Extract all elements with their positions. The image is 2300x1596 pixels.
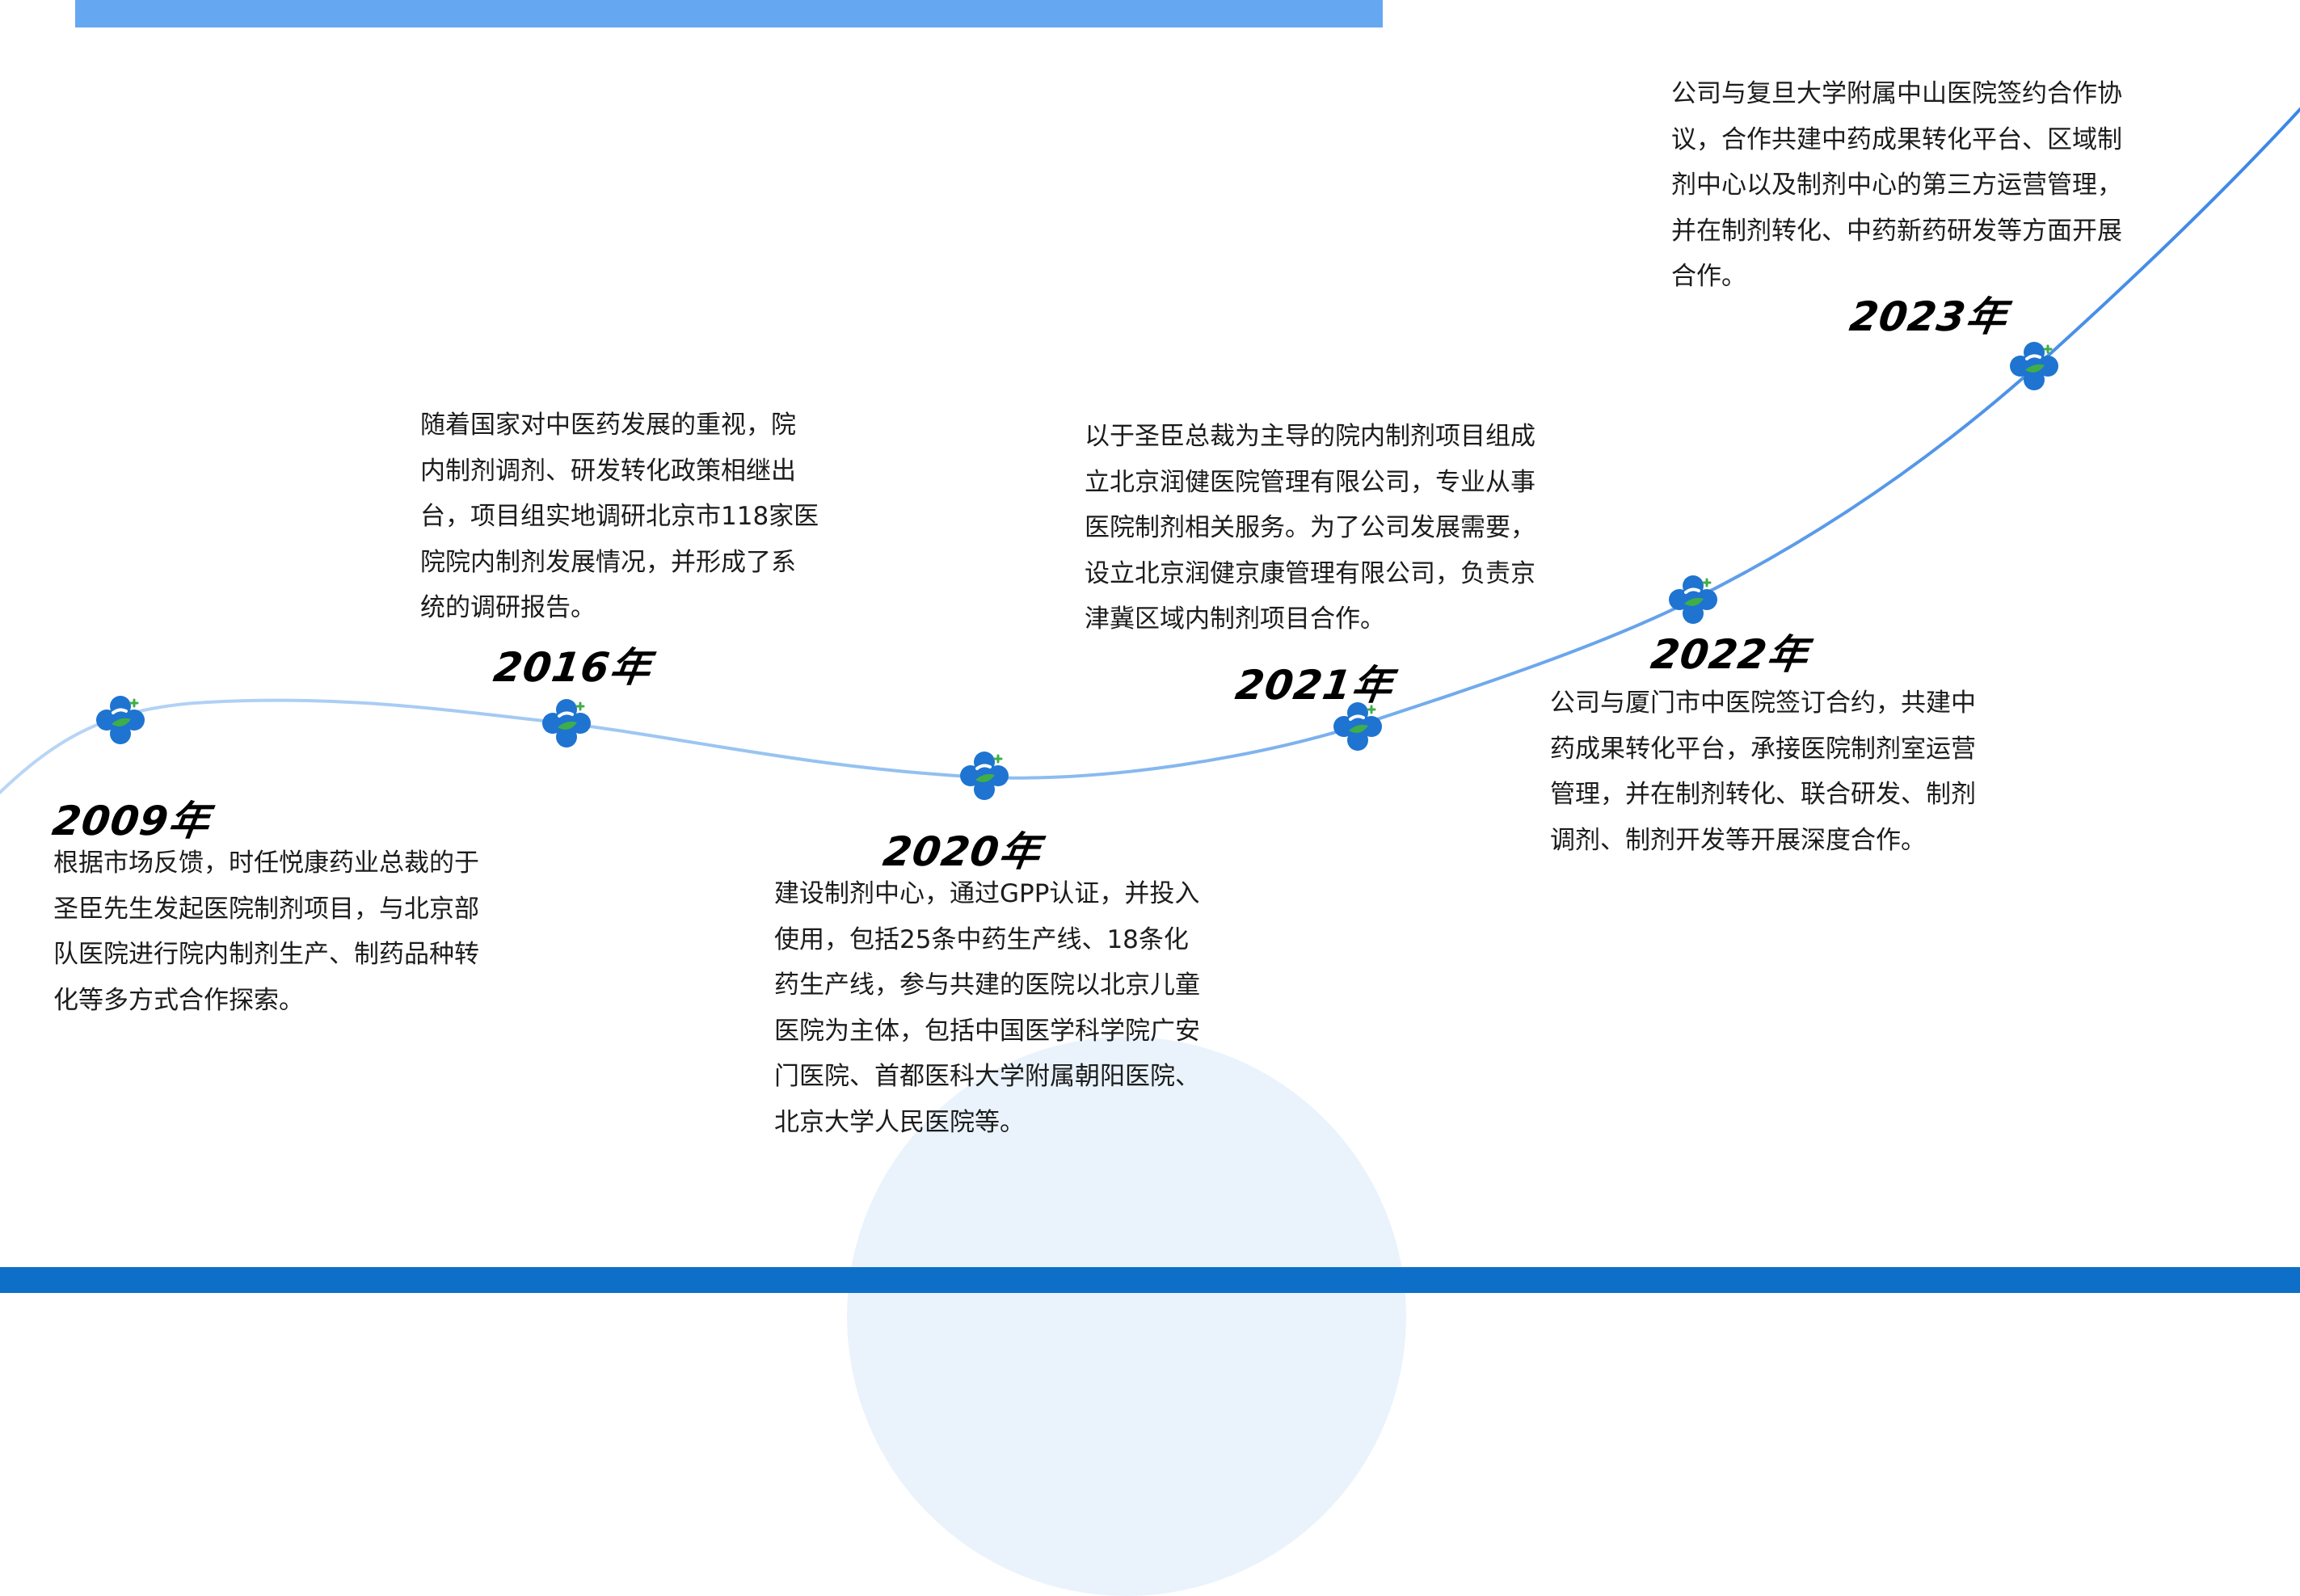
text-line: 医院制剂相关服务。为了公司发展需要，: [1085, 513, 1535, 542]
text-line: 津冀区域内制剂项目合作。: [1085, 604, 1385, 634]
clover-logo-icon: [542, 699, 591, 747]
text-line: 建设制剂中心，通过GPP认证，并投入: [774, 879, 1200, 908]
text-line: 管理，并在制剂转化、联合研发、制剂: [1550, 780, 1976, 809]
milestone-node-2021: [1333, 701, 1383, 752]
top-accent-bar: [75, 0, 1383, 27]
year-2016: 2016年: [491, 644, 655, 691]
text-line: 门医院、首都医科大学附属朝阳医院、: [774, 1062, 1200, 1091]
milestone-node-2009: [95, 695, 145, 745]
clover-logo-icon: [2010, 342, 2058, 390]
text-line: 剂中心以及制剂中心的第三方运营管理，: [1671, 171, 2122, 200]
year-2020: 2020年: [880, 828, 1044, 875]
text-line: 调剂、制剂开发等开展深度合作。: [1550, 825, 1926, 855]
clover-logo-icon: [960, 752, 1009, 800]
text-line: 根据市场反馈，时任悦康药业总裁的于: [53, 849, 479, 878]
year-2009: 2009年: [49, 798, 213, 844]
text-line: 合作。: [1671, 262, 1746, 291]
text-line: 内制剂调剂、研发转化政策相继出: [420, 456, 796, 486]
clover-logo-icon: [1669, 575, 1717, 624]
milestone-text-2016: 随着国家对中医药发展的重视，院 内制剂调剂、研发转化政策相继出 台，项目组实地调…: [420, 402, 819, 631]
milestone-node-2022: [1668, 575, 1718, 625]
text-line: 并在制剂转化、中药新药研发等方面开展: [1671, 216, 2122, 246]
clover-logo-icon: [96, 696, 145, 744]
text-line: 随着国家对中医药发展的重视，院: [420, 411, 796, 440]
year-2022: 2022年: [1648, 631, 1812, 678]
text-line: 台，项目组实地调研北京市118家医: [420, 502, 819, 531]
bottom-accent-bar: [0, 1267, 2300, 1293]
text-line: 北京大学人民医院等。: [774, 1107, 1025, 1137]
milestone-node-2020: [959, 751, 1009, 801]
milestone-text-2009: 根据市场反馈，时任悦康药业总裁的于 圣臣先生发起医院制剂项目，与北京部 队医院进…: [53, 840, 479, 1023]
text-line: 队医院进行院内制剂生产、制药品种转: [53, 940, 479, 969]
milestone-node-2016: [541, 698, 592, 748]
text-line: 院院内制剂发展情况，并形成了系: [420, 547, 796, 577]
text-line: 设立北京润健京康管理有限公司，负责京: [1085, 558, 1535, 588]
milestone-text-2023: 公司与复旦大学附属中山医院签约合作协 议，合作共建中药成果转化平台、区域制 剂中…: [1671, 71, 2122, 300]
text-line: 以于圣臣总裁为主导的院内制剂项目组成: [1085, 422, 1535, 451]
milestone-text-2020: 建设制剂中心，通过GPP认证，并投入 使用，包括25条中药生产线、18条化 药生…: [774, 871, 1200, 1145]
text-line: 议，合作共建中药成果转化平台、区域制: [1671, 124, 2122, 154]
text-line: 立北京润健医院管理有限公司，专业从事: [1085, 467, 1535, 497]
text-line: 公司与复旦大学附属中山医院签约合作协: [1671, 79, 2122, 108]
milestone-text-2021: 以于圣臣总裁为主导的院内制剂项目组成 立北京润健医院管理有限公司，专业从事 医院…: [1085, 414, 1535, 642]
milestone-node-2023: [2009, 341, 2059, 391]
text-line: 化等多方式合作探索。: [53, 985, 304, 1015]
text-line: 药成果转化平台，承接医院制剂室运营: [1550, 734, 1976, 764]
milestone-text-2022: 公司与厦门市中医院签订合约，共建中 药成果转化平台，承接医院制剂室运营 管理，并…: [1550, 680, 1976, 863]
timeline-path: [0, 107, 2300, 795]
timeline-curve: [0, 107, 2300, 795]
text-line: 使用，包括25条中药生产线、18条化: [774, 924, 1189, 954]
text-line: 公司与厦门市中医院签订合约，共建中: [1550, 689, 1976, 718]
year-2021: 2021年: [1232, 662, 1396, 709]
clover-logo-icon: [1333, 702, 1382, 751]
text-line: 圣臣先生发起医院制剂项目，与北京部: [53, 894, 479, 924]
text-line: 医院为主体，包括中国医学科学院广安: [774, 1016, 1200, 1046]
text-line: 统的调研报告。: [420, 593, 596, 622]
text-line: 药生产线，参与共建的医院以北京儿童: [774, 971, 1200, 1000]
